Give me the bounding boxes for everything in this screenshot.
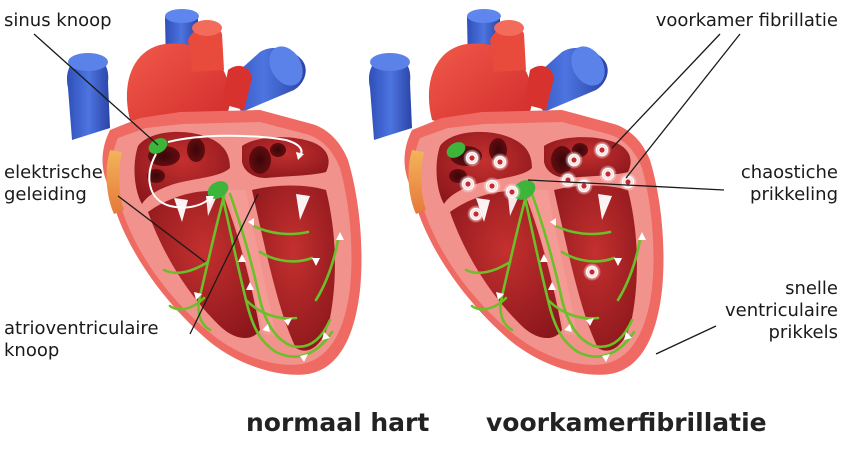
leader-voorkamer-fibrillatie-1 xyxy=(612,34,720,148)
leader-voorkamer-fibrillatie-2 xyxy=(626,34,740,178)
fibrillation-heart-illustration xyxy=(369,9,664,375)
label-snelle-ventriculaire-prikkels: snelle ventriculaire prikkels xyxy=(725,278,838,344)
label-snelle-ventriculaire-prikkels-line2: ventriculaire xyxy=(725,300,838,322)
label-chaostiche-prikkeling: chaostiche prikkeling xyxy=(741,162,838,206)
label-atrioventriculaire-knoop-line2: knoop xyxy=(4,340,159,362)
label-atrioventriculaire-knoop: atrioventriculaire knoop xyxy=(4,318,159,362)
label-snelle-ventriculaire-prikkels-line1: snelle xyxy=(725,278,838,300)
caption-voorkamerfibrillatie: voorkamerfibrillatie xyxy=(486,408,767,437)
label-sinus-knoop: sinus knoop xyxy=(4,10,112,32)
label-sinus-knoop-text: sinus knoop xyxy=(4,10,112,31)
label-chaostiche-prikkeling-line2: prikkeling xyxy=(741,184,838,206)
label-elektrische-geleiding-line2: geleiding xyxy=(4,184,103,206)
label-atrioventriculaire-knoop-line1: atrioventriculaire xyxy=(4,318,159,340)
caption-normaal-hart: normaal hart xyxy=(246,408,429,437)
label-snelle-ventriculaire-prikkels-line3: prikkels xyxy=(725,322,838,344)
label-voorkamer-fibrillatie-text: voorkamer fibrillatie xyxy=(656,10,838,31)
label-chaostiche-prikkeling-line1: chaostiche xyxy=(741,162,838,184)
label-elektrische-geleiding: elektrische geleiding xyxy=(4,162,103,206)
label-elektrische-geleiding-line1: elektrische xyxy=(4,162,103,184)
label-voorkamer-fibrillatie: voorkamer fibrillatie xyxy=(656,10,838,32)
leader-snelle-ventriculaire-prikkels xyxy=(656,326,716,354)
